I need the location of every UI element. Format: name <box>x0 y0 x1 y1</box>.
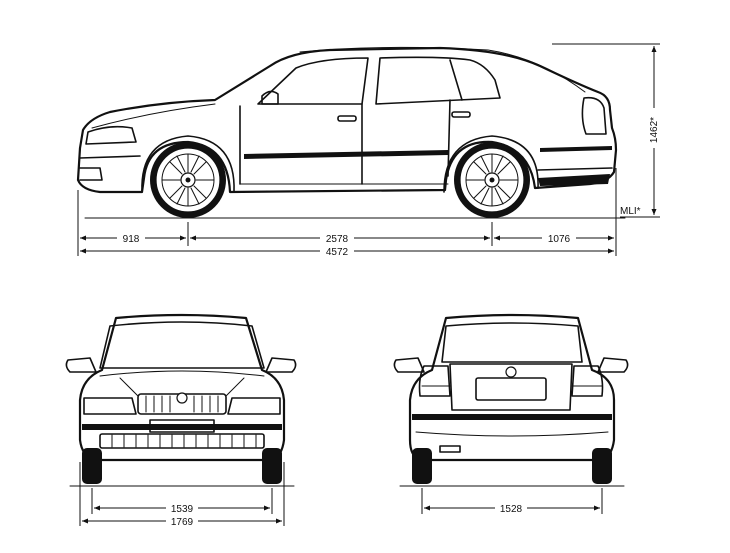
front-plate <box>149 419 215 433</box>
rear-right-tyre <box>592 448 612 484</box>
height-label: 1462* <box>649 117 660 143</box>
rear-bumper-strip <box>412 414 612 420</box>
side-hood-line <box>91 103 216 129</box>
side-bumper-line <box>79 155 141 159</box>
side-mirror <box>261 90 279 105</box>
front-bumper-strip <box>82 424 282 430</box>
rear-body-outline <box>408 313 616 462</box>
rear-right-mirror <box>597 357 629 373</box>
front-hood-line <box>99 370 265 377</box>
side-headlight <box>85 125 137 145</box>
rear-window <box>441 322 583 363</box>
rear-bumper-line <box>415 431 609 437</box>
rear-overhang-label: 1076 <box>548 234 571 245</box>
side-rear-handle <box>451 111 471 118</box>
height-note-label: MLI* <box>620 206 641 217</box>
side-rear-skirt <box>538 174 610 186</box>
side-taillight <box>581 96 607 135</box>
front-left-tyre <box>82 448 102 484</box>
rear-trunk-lid <box>449 363 573 411</box>
front-left-mirror <box>65 357 97 373</box>
side-rear-strip <box>540 146 612 152</box>
side-foglight <box>79 167 103 181</box>
front-body-outline <box>78 313 286 462</box>
side-front-wheel <box>150 142 226 218</box>
overall-length-label: 4572 <box>326 247 349 258</box>
side-front-window <box>257 57 369 105</box>
side-view <box>76 46 626 219</box>
front-logo-icon <box>176 392 188 404</box>
front-view <box>65 313 297 487</box>
front-left-headlight <box>83 397 137 415</box>
front-right-tyre <box>262 448 282 484</box>
side-front-arch <box>141 135 235 193</box>
side-roof-line <box>299 46 586 93</box>
front-track-label: 1539 <box>171 504 194 515</box>
side-rear-wheel <box>454 142 530 218</box>
side-rub-strip <box>244 150 448 159</box>
side-rear-window <box>375 56 501 105</box>
side-rear-arch <box>443 135 539 193</box>
overall-width-label: 1769 <box>171 517 194 528</box>
rear-view <box>393 313 629 487</box>
side-rear-bumper-line <box>537 167 613 171</box>
rear-left-taillight <box>418 365 451 397</box>
rear-plate <box>475 377 547 401</box>
side-front-handle <box>337 115 357 122</box>
front-lower-grille <box>99 433 265 449</box>
rear-left-tyre <box>412 448 432 484</box>
front-right-headlight <box>227 397 281 415</box>
rear-left-mirror <box>393 357 425 373</box>
rear-exhaust <box>439 445 461 453</box>
side-c-pillar <box>449 59 463 101</box>
front-windshield <box>99 321 265 369</box>
rear-logo-icon <box>505 366 517 378</box>
rear-track-label: 1528 <box>500 504 523 515</box>
rear-right-taillight <box>571 365 604 397</box>
front-hood-creases <box>119 377 245 397</box>
wheelbase-label: 2578 <box>326 234 349 245</box>
front-right-mirror <box>265 357 297 373</box>
front-overhang-label: 918 <box>123 234 140 245</box>
